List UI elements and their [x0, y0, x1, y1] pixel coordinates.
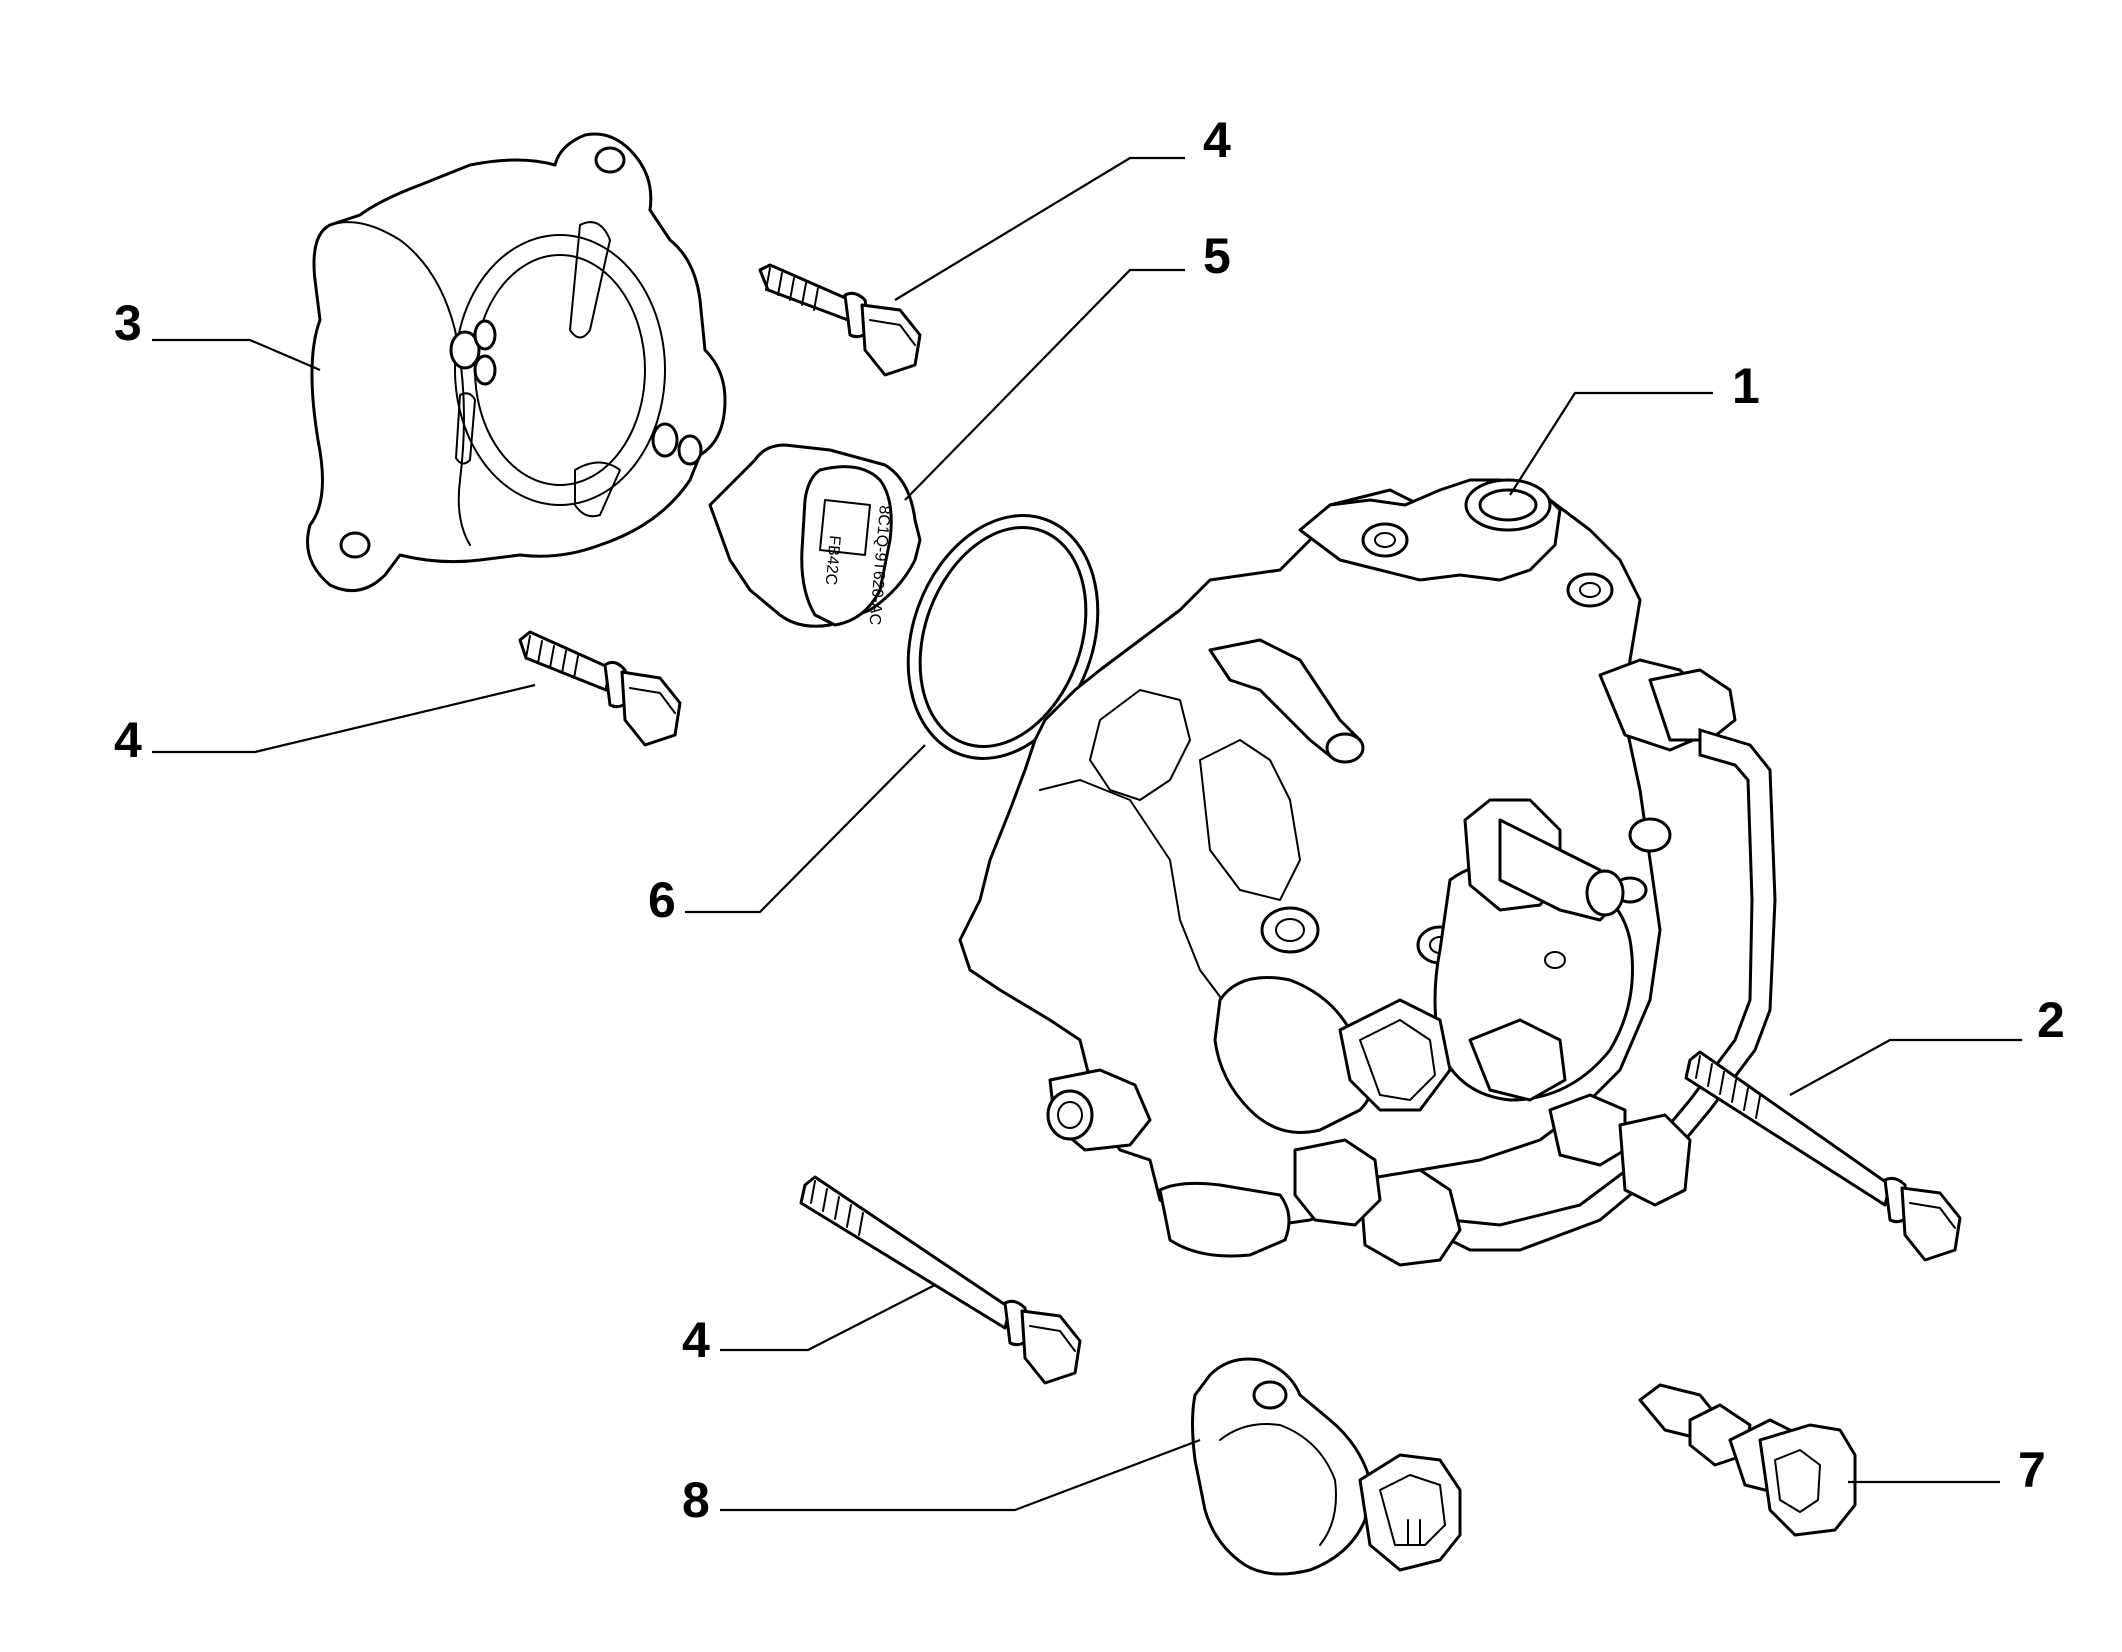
callout-5: 5	[1203, 228, 1231, 284]
part-4-bolt-left	[518, 630, 682, 747]
callout-3: 3	[114, 295, 142, 351]
callout-4-top: 4	[1203, 112, 1231, 168]
part-4-bolt-bottom	[799, 1175, 1082, 1385]
leader-5	[904, 268, 1185, 501]
callout-6: 6	[648, 872, 676, 928]
part-8-regulator-valve	[1191, 1357, 1462, 1576]
leader-lines	[152, 156, 2022, 1512]
part-7-sensor	[1638, 1383, 1857, 1537]
part-1-high-pressure-pump	[958, 478, 1777, 1267]
leader-4-left	[152, 683, 536, 754]
callout-8: 8	[682, 1472, 710, 1528]
part-5-coupling: 8C1Q-9T620-AC FB42C	[708, 443, 922, 628]
part-2-long-bolt	[1684, 1050, 1962, 1262]
leader-4-bottom	[720, 1284, 936, 1352]
part-4-bolt-top	[758, 263, 922, 377]
leader-4-top	[894, 156, 1185, 301]
part-3-flange-housing	[306, 132, 727, 593]
leader-1	[1509, 391, 1713, 496]
leader-2	[1789, 1038, 2022, 1096]
callout-4-left: 4	[114, 712, 142, 768]
callout-2: 2	[2037, 992, 2065, 1048]
coupling-marking-line2: FB42C	[822, 535, 843, 586]
callout-labels: 1 2 3 4 4 4 5 6 7 8	[114, 112, 2065, 1528]
callout-1: 1	[1732, 358, 1760, 414]
part-6-o-ring	[906, 514, 1100, 760]
leader-3	[152, 338, 321, 372]
callout-4-bottom: 4	[682, 1312, 710, 1368]
leader-6	[685, 744, 926, 914]
leader-8	[720, 1438, 1201, 1512]
callout-7: 7	[2018, 1442, 2046, 1498]
